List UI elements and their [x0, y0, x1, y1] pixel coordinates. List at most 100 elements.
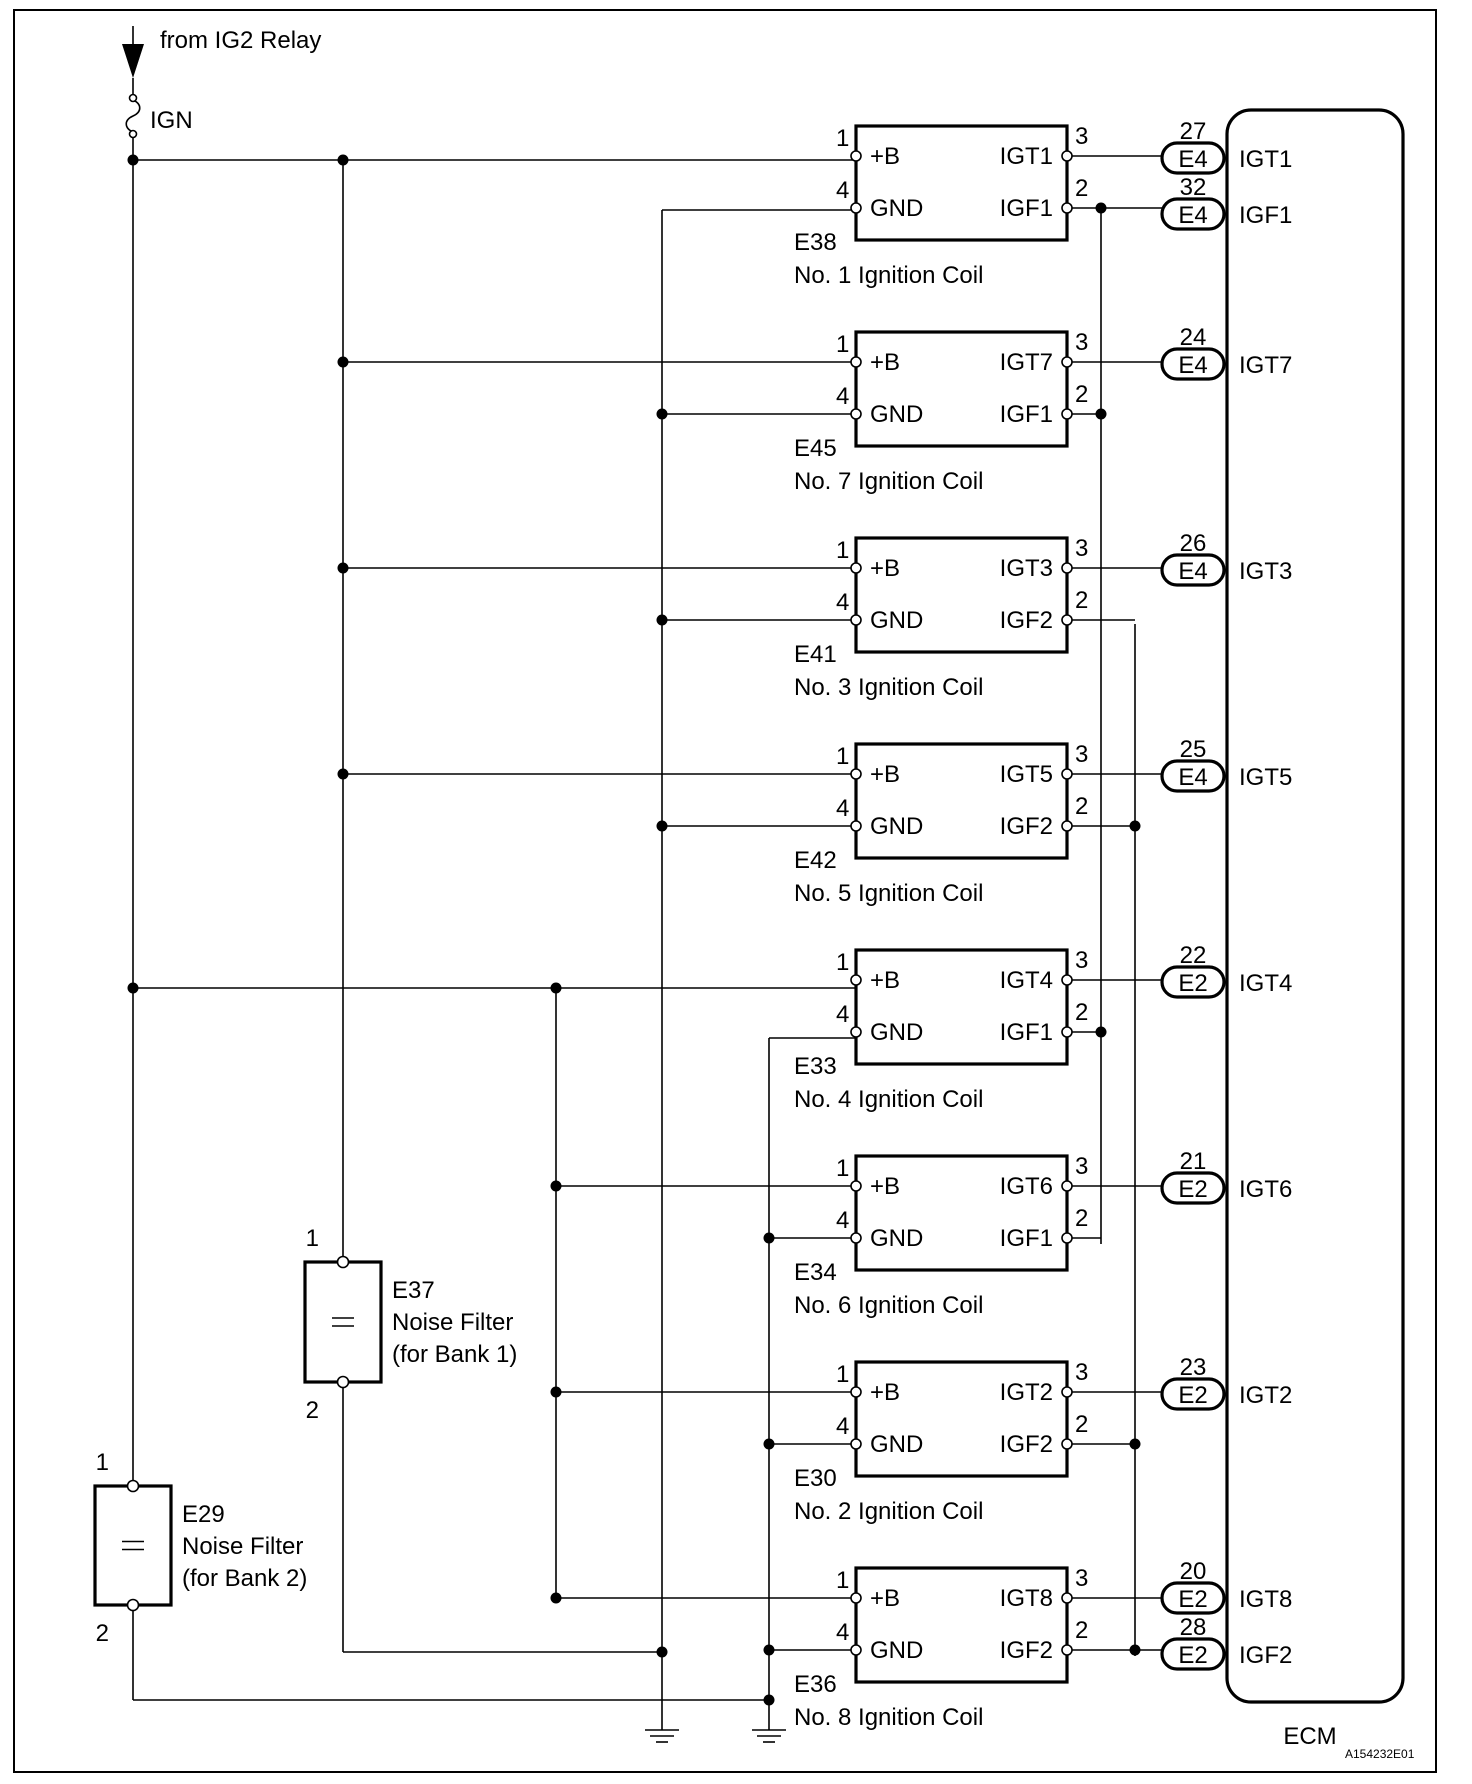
- pin-gnd: [850, 1438, 862, 1450]
- terminal-label: IGT5: [1000, 761, 1053, 788]
- terminal-label: IGT6: [1000, 1173, 1053, 1200]
- pin-number: 3: [1075, 535, 1088, 562]
- pin-number: 2: [1075, 175, 1088, 202]
- terminal-number: 24: [1180, 324, 1207, 351]
- pin-number: 4: [836, 589, 849, 616]
- pin-number: 2: [1075, 999, 1088, 1026]
- junction-dot: [763, 1694, 775, 1706]
- pin-igf: [1061, 408, 1073, 420]
- junction-dot: [763, 1438, 775, 1450]
- connector-oval: [1160, 197, 1226, 231]
- pin-number: 4: [836, 383, 849, 410]
- pin-number: 1: [836, 743, 849, 770]
- terminal-label: GND: [870, 1431, 923, 1458]
- source-arrow-head: [122, 44, 144, 78]
- terminal-number: 22: [1180, 942, 1207, 969]
- coil-name: No. 4 Ignition Coil: [794, 1086, 983, 1113]
- connector-oval: [1160, 553, 1226, 587]
- pin-number: 3: [1075, 123, 1088, 150]
- junction-dot: [550, 1180, 562, 1192]
- connector-code: E33: [794, 1053, 837, 1080]
- coil-body: [854, 536, 1069, 654]
- terminal-label: GND: [870, 1019, 923, 1046]
- connector-id: E4: [1178, 352, 1207, 379]
- connector-oval: [1160, 1377, 1226, 1411]
- terminal-number: 25: [1180, 736, 1207, 763]
- coil-name: No. 6 Ignition Coil: [794, 1292, 983, 1319]
- terminal-label: +B: [870, 555, 900, 582]
- filter-pin-top: [126, 1479, 140, 1493]
- terminal-label: IGT7: [1000, 349, 1053, 376]
- pin-number: 4: [836, 1413, 849, 1440]
- filter-note: (for Bank 1): [392, 1341, 517, 1368]
- connector-code: E30: [794, 1465, 837, 1492]
- pin-number: 2: [1075, 1205, 1088, 1232]
- terminal-label: IGF2: [1000, 607, 1053, 634]
- terminal-label: IGF2: [1000, 1431, 1053, 1458]
- terminal-label: +B: [870, 761, 900, 788]
- connector-code: E34: [794, 1259, 837, 1286]
- connector-id: E4: [1178, 764, 1207, 791]
- connector-id: E4: [1178, 558, 1207, 585]
- filter-code: E37: [392, 1277, 435, 1304]
- coil-name: No. 1 Ignition Coil: [794, 262, 983, 289]
- coil-body: [854, 1154, 1069, 1272]
- ecm-signal-label: IGT8: [1239, 1586, 1292, 1613]
- junction-dot: [1129, 1438, 1141, 1450]
- connector-code: E36: [794, 1671, 837, 1698]
- terminal-number: 26: [1180, 530, 1207, 557]
- pin-gnd: [850, 202, 862, 214]
- junction-dot: [337, 154, 349, 166]
- filter-note: (for Bank 2): [182, 1565, 307, 1592]
- pin-number: 4: [836, 1207, 849, 1234]
- filter-pin-bottom: [336, 1375, 350, 1389]
- pin-gnd: [850, 408, 862, 420]
- ecm-signal-label: IGF2: [1239, 1642, 1292, 1669]
- pin-igf: [1061, 1644, 1073, 1656]
- pin-igf: [1061, 820, 1073, 832]
- pin-number: 2: [1075, 1411, 1088, 1438]
- pin-number: 4: [836, 1001, 849, 1028]
- coil-body: [854, 1566, 1069, 1684]
- terminal-label: IGT3: [1000, 555, 1053, 582]
- junction-dots: [127, 154, 1141, 1706]
- pin-plus-b: [850, 356, 862, 368]
- connector-id: E2: [1178, 1176, 1207, 1203]
- pin-gnd: [850, 820, 862, 832]
- connector-oval: [1160, 347, 1226, 381]
- fuse-symbol: [125, 99, 141, 133]
- junction-dot: [337, 356, 349, 368]
- filter-name: Noise Filter: [182, 1533, 303, 1560]
- pin-gnd: [850, 614, 862, 626]
- pin-plus-b: [850, 1386, 862, 1398]
- fuse-label: IGN: [150, 107, 193, 134]
- junction-dot: [1095, 202, 1107, 214]
- ground-bank-1: [645, 1715, 679, 1743]
- connector-oval: [1160, 965, 1226, 999]
- terminal-label: +B: [870, 1585, 900, 1612]
- connector-id: E2: [1178, 1382, 1207, 1409]
- pin-number: 2: [96, 1620, 109, 1647]
- connector-oval: [1160, 1637, 1226, 1671]
- terminal-label: +B: [870, 349, 900, 376]
- fuse-terminal-top: [128, 93, 138, 103]
- junction-dot: [1129, 1644, 1141, 1656]
- connector-code: E45: [794, 435, 837, 462]
- pin-number: 3: [1075, 947, 1088, 974]
- pin-igf: [1061, 614, 1073, 626]
- junction-dot: [763, 1644, 775, 1656]
- coil-body: [854, 1360, 1069, 1478]
- terminal-number: 27: [1180, 118, 1207, 145]
- terminal-number: 28: [1180, 1614, 1207, 1641]
- terminal-number: 21: [1180, 1148, 1207, 1175]
- pin-number: 2: [306, 1397, 319, 1424]
